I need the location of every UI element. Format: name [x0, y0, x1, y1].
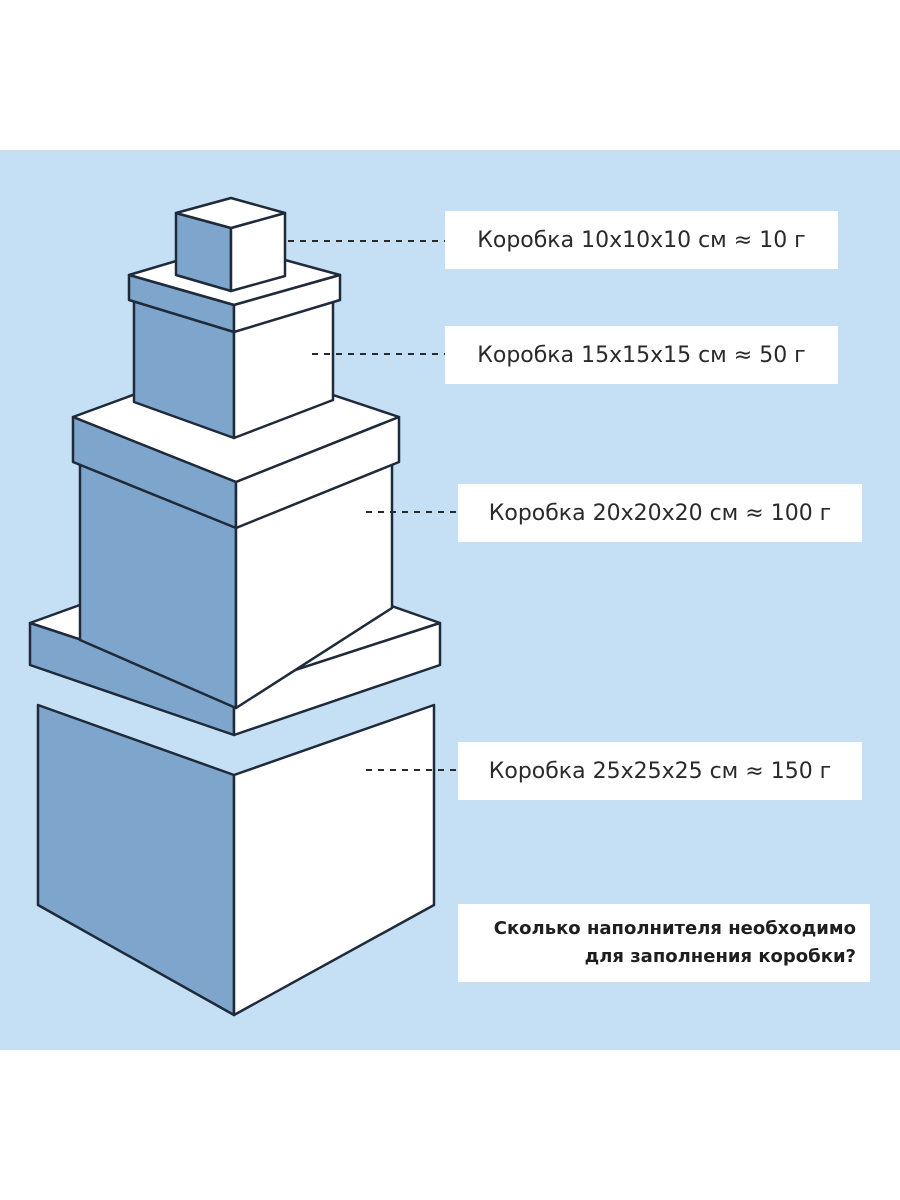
- box-label-10: Коробка 10x10x10 см ≈ 10 г: [445, 211, 838, 269]
- box-10-illustration: [174, 196, 287, 293]
- question-line-1: Сколько наполнителя необходимо: [493, 918, 856, 939]
- box-label-15: Коробка 15x15x15 см ≈ 50 г: [445, 326, 838, 384]
- box-label-25: Коробка 25x25x25 см ≈ 150 г: [458, 742, 862, 800]
- box-25-illustration: [28, 548, 442, 1017]
- question-text: Сколько наполнителя необходимо для запол…: [458, 904, 870, 982]
- question-line-2: для заполнения коробки?: [584, 946, 856, 967]
- box-label-20: Коробка 20x20x20 см ≈ 100 г: [458, 484, 862, 542]
